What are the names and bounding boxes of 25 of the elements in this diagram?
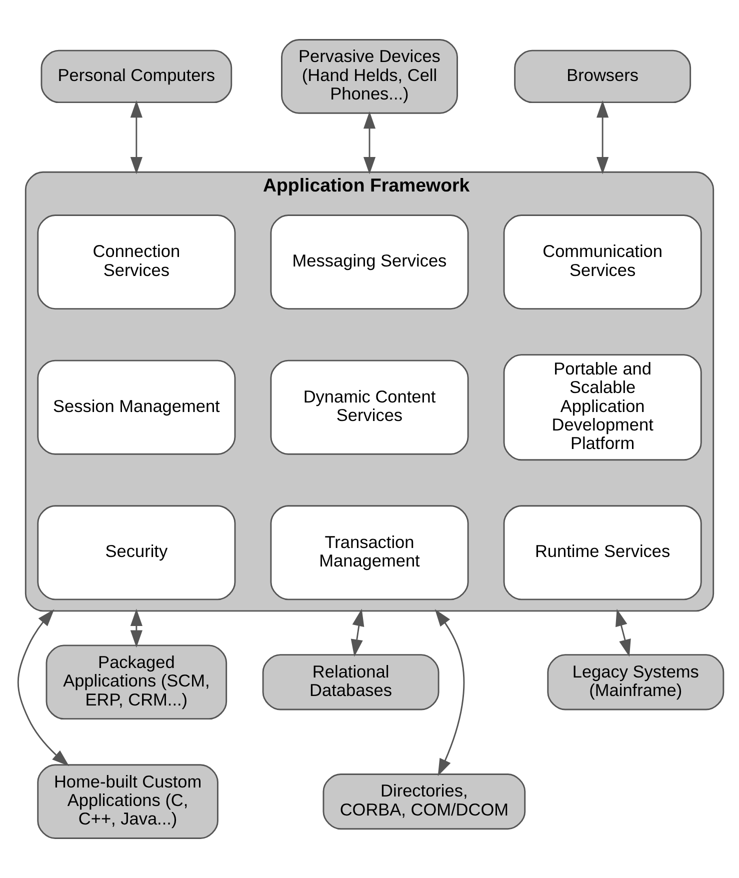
node-box: Session Management	[37, 360, 236, 455]
arrow	[434, 609, 465, 776]
node-box: Messaging Services	[270, 214, 469, 310]
node-box: Connection Services	[37, 214, 236, 310]
node-box: Dynamic Content Services	[270, 360, 469, 455]
node-box: Home-built Custom Applications (C, C++, Java...)	[37, 764, 218, 839]
arrow	[363, 111, 376, 174]
node-box: Portable and Scalable Application Development Platform	[503, 354, 702, 461]
node-box: Communication Services	[503, 214, 702, 310]
arrow	[616, 608, 631, 657]
node-box: Packaged Applications (SCM, ERP, CRM...)	[46, 644, 228, 720]
arrow	[130, 100, 142, 174]
arrow	[17, 609, 70, 766]
node-box: Pervasive Devices (Hand Helds, Cell Phones...)	[281, 39, 458, 114]
node-box: Legacy Systems (Mainframe)	[547, 654, 724, 710]
node-box: Browsers	[514, 50, 692, 104]
arrow	[350, 608, 364, 657]
arrow	[596, 100, 609, 174]
arrow	[130, 608, 142, 648]
node-box: Personal Computers	[40, 50, 232, 104]
node-box: Runtime Services	[503, 505, 702, 600]
node-box: Relational Databases	[262, 654, 440, 710]
node-box: Security	[37, 505, 236, 600]
node-box: Transaction Management	[270, 505, 469, 600]
node-box: Directories, CORBA, COM/DCOM	[322, 774, 526, 830]
